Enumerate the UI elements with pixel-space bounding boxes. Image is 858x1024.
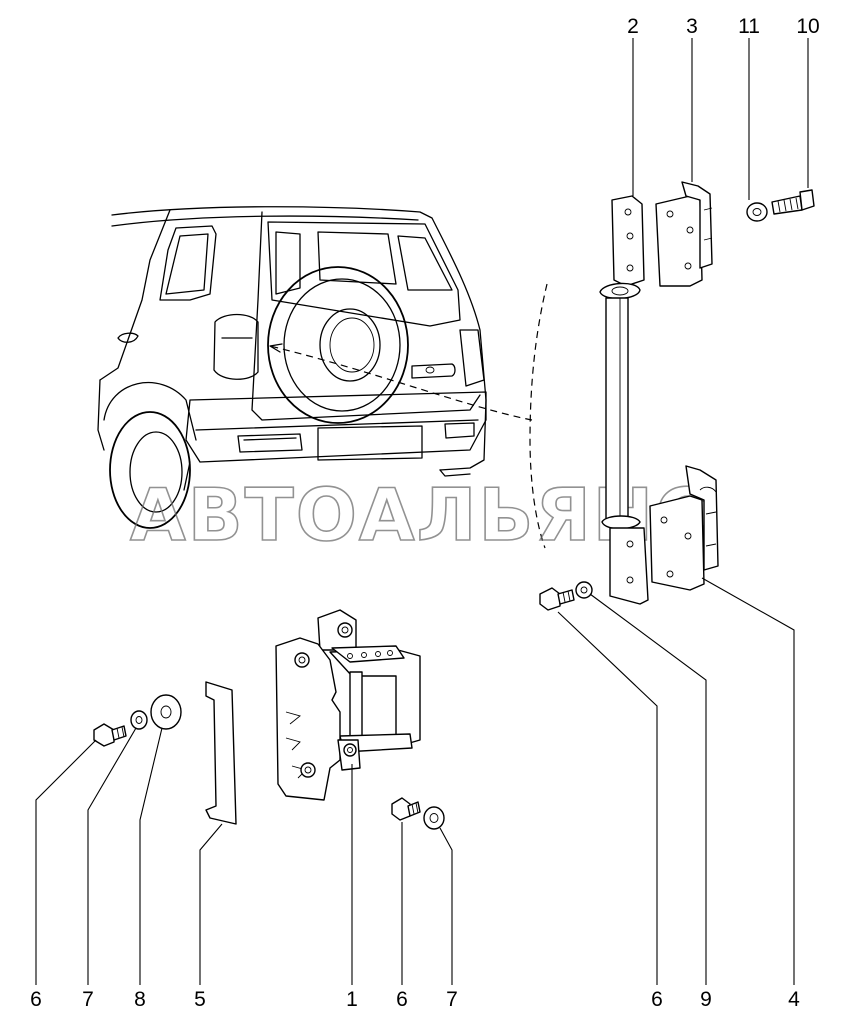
part-8-large-washer: [150, 694, 182, 730]
part-9-washer-door: [575, 581, 593, 599]
part-7-washer-center: [423, 806, 445, 830]
callout-2: 2: [627, 15, 639, 38]
callout-8: 8: [134, 988, 146, 1011]
callout-4: 4: [788, 988, 800, 1011]
callout-9: 9: [700, 988, 712, 1011]
door-edge-line: [529, 283, 548, 549]
part-6-bolt-center: [391, 797, 421, 821]
callout-10: 10: [796, 15, 819, 38]
callout-7-left: 7: [82, 988, 94, 1011]
leader-lines: [35, 38, 809, 985]
part-10-screw: [771, 189, 815, 215]
part-6-bolt-door: [539, 587, 575, 611]
part-4-lower-hinge-half: [649, 465, 719, 591]
callout-7-center: 7: [446, 988, 458, 1011]
callout-6-left: 6: [30, 988, 42, 1011]
callout-6-center: 6: [396, 988, 408, 1011]
part-5-shim-plate: [205, 681, 237, 825]
callout-numbers: 2 3 11 10 6 7 8 5 1 6 7 6 9 4: [30, 15, 820, 1011]
callout-5: 5: [194, 988, 206, 1011]
part-6-bolt-left: [93, 723, 127, 747]
part-3-upper-hinge-half: [655, 181, 713, 287]
callout-3: 3: [686, 15, 698, 38]
callout-11: 11: [738, 15, 760, 38]
callout-6-right: 6: [651, 988, 663, 1011]
callout-1: 1: [346, 988, 358, 1011]
part-2-hinge-pin-bracket: [599, 195, 649, 605]
vehicle-rear-view: [97, 206, 533, 529]
part-1-hinge-assembly: [275, 609, 421, 801]
part-7-washer-left: [130, 710, 148, 730]
part-11-washer: [746, 202, 768, 222]
